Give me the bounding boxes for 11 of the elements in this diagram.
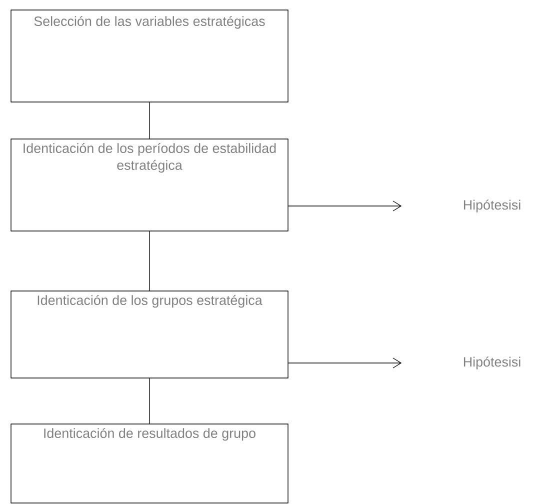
connector-line [149, 378, 150, 424]
process-box: Identicación de resultados de grupo [10, 424, 288, 504]
text-label: Hipótesisi [464, 356, 520, 370]
arrow [288, 200, 402, 212]
arrow [288, 358, 402, 368]
connector-line [149, 102, 150, 139]
process-box: Identicación de los grupos estratégica [10, 290, 288, 378]
process-box: Selección de las variables estratégicas [10, 10, 288, 102]
process-box: Identicación de los períodos de estabilidad estratégica [10, 138, 288, 232]
connector-line [149, 230, 150, 291]
text-label: Hipótesisi [464, 200, 520, 212]
